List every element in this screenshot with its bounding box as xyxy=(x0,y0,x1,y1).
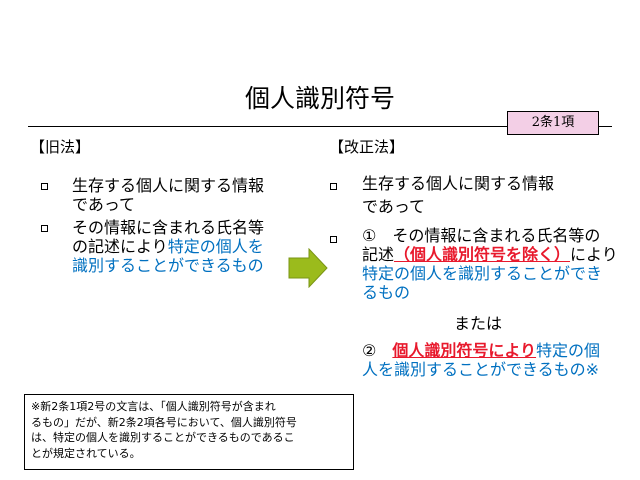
right-arrow-icon xyxy=(288,248,328,288)
title-divider xyxy=(28,126,612,127)
hollow-square-bullet-icon xyxy=(330,183,337,190)
old-law-heading: 【旧法】 xyxy=(30,138,91,156)
new-law-item-1: 生存する個人に関する情報 であって xyxy=(362,174,555,216)
new-law-item-2: ① その情報に含まれる氏名等の 記述（個人識別符号を除く）により 特定の個人を識… xyxy=(362,226,618,302)
old-law-item-2: その情報に含まれる氏名等 の記述により特定の個人を 識別することができるもの xyxy=(72,218,265,275)
hollow-square-bullet-icon xyxy=(41,183,48,190)
new-law-heading: 【改正法】 xyxy=(329,138,405,156)
footnote-box: ※新2条1項2号の文言は、「個人識別符号が含まれ るもの」だが、新2条2項各号に… xyxy=(24,394,354,470)
page-title: 個人識別符号 xyxy=(244,84,395,113)
article-reference-badge: 2条1項 xyxy=(507,111,599,135)
new-law-item-2-option-2: ② 個人識別符号により特定の個 人を識別することができるもの※ xyxy=(362,341,601,379)
hollow-square-bullet-icon xyxy=(330,236,337,243)
or-connector: または xyxy=(454,314,503,333)
hollow-square-bullet-icon xyxy=(41,225,48,232)
old-law-item-1: 生存する個人に関する情報 であって xyxy=(72,176,265,214)
